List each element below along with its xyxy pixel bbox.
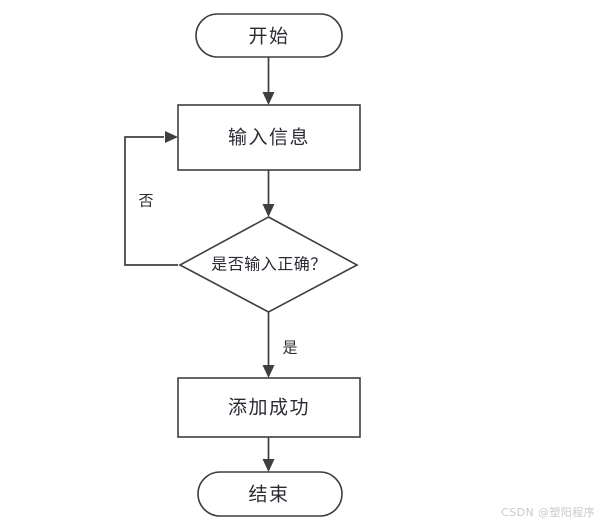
node-decision[interactable]: 是否输入正确？ xyxy=(178,216,359,313)
edge-label-no: 否 xyxy=(138,192,153,210)
edge-line xyxy=(124,136,178,266)
edge-start-to-input xyxy=(262,57,275,105)
node-success-shape[interactable] xyxy=(177,377,361,438)
watermark: CSDN @塑阳程序 xyxy=(501,505,595,519)
edge-decision-to-input-no: 否 xyxy=(124,131,178,266)
node-end-shape[interactable] xyxy=(197,471,343,517)
node-decision-label: 是否输入正确？ xyxy=(211,255,327,274)
node-start-label: 开始 xyxy=(248,26,289,48)
edge-label-yes: 是 xyxy=(282,339,297,357)
node-input-label: 输入信息 xyxy=(228,127,310,149)
node-input-shape[interactable] xyxy=(177,104,361,171)
node-end-label: 结束 xyxy=(248,484,289,506)
node-end[interactable]: 结束 xyxy=(197,471,343,517)
node-start[interactable]: 开始 xyxy=(195,13,343,58)
node-success-label: 添加成功 xyxy=(228,397,310,419)
node-decision-shape[interactable] xyxy=(178,216,359,313)
node-start-shape[interactable] xyxy=(195,13,343,58)
arrow-head-icon xyxy=(262,459,275,472)
edge-decision-to-success-yes: 是 xyxy=(262,312,298,378)
arrow-head-icon xyxy=(262,365,275,378)
node-input[interactable]: 输入信息 xyxy=(177,104,361,171)
arrow-head-icon xyxy=(165,131,178,143)
arrow-head-icon xyxy=(262,204,275,217)
arrow-head-icon xyxy=(262,92,275,105)
edge-success-to-end xyxy=(262,437,275,472)
edge-input-to-decision xyxy=(262,170,275,217)
node-success[interactable]: 添加成功 xyxy=(177,377,361,438)
